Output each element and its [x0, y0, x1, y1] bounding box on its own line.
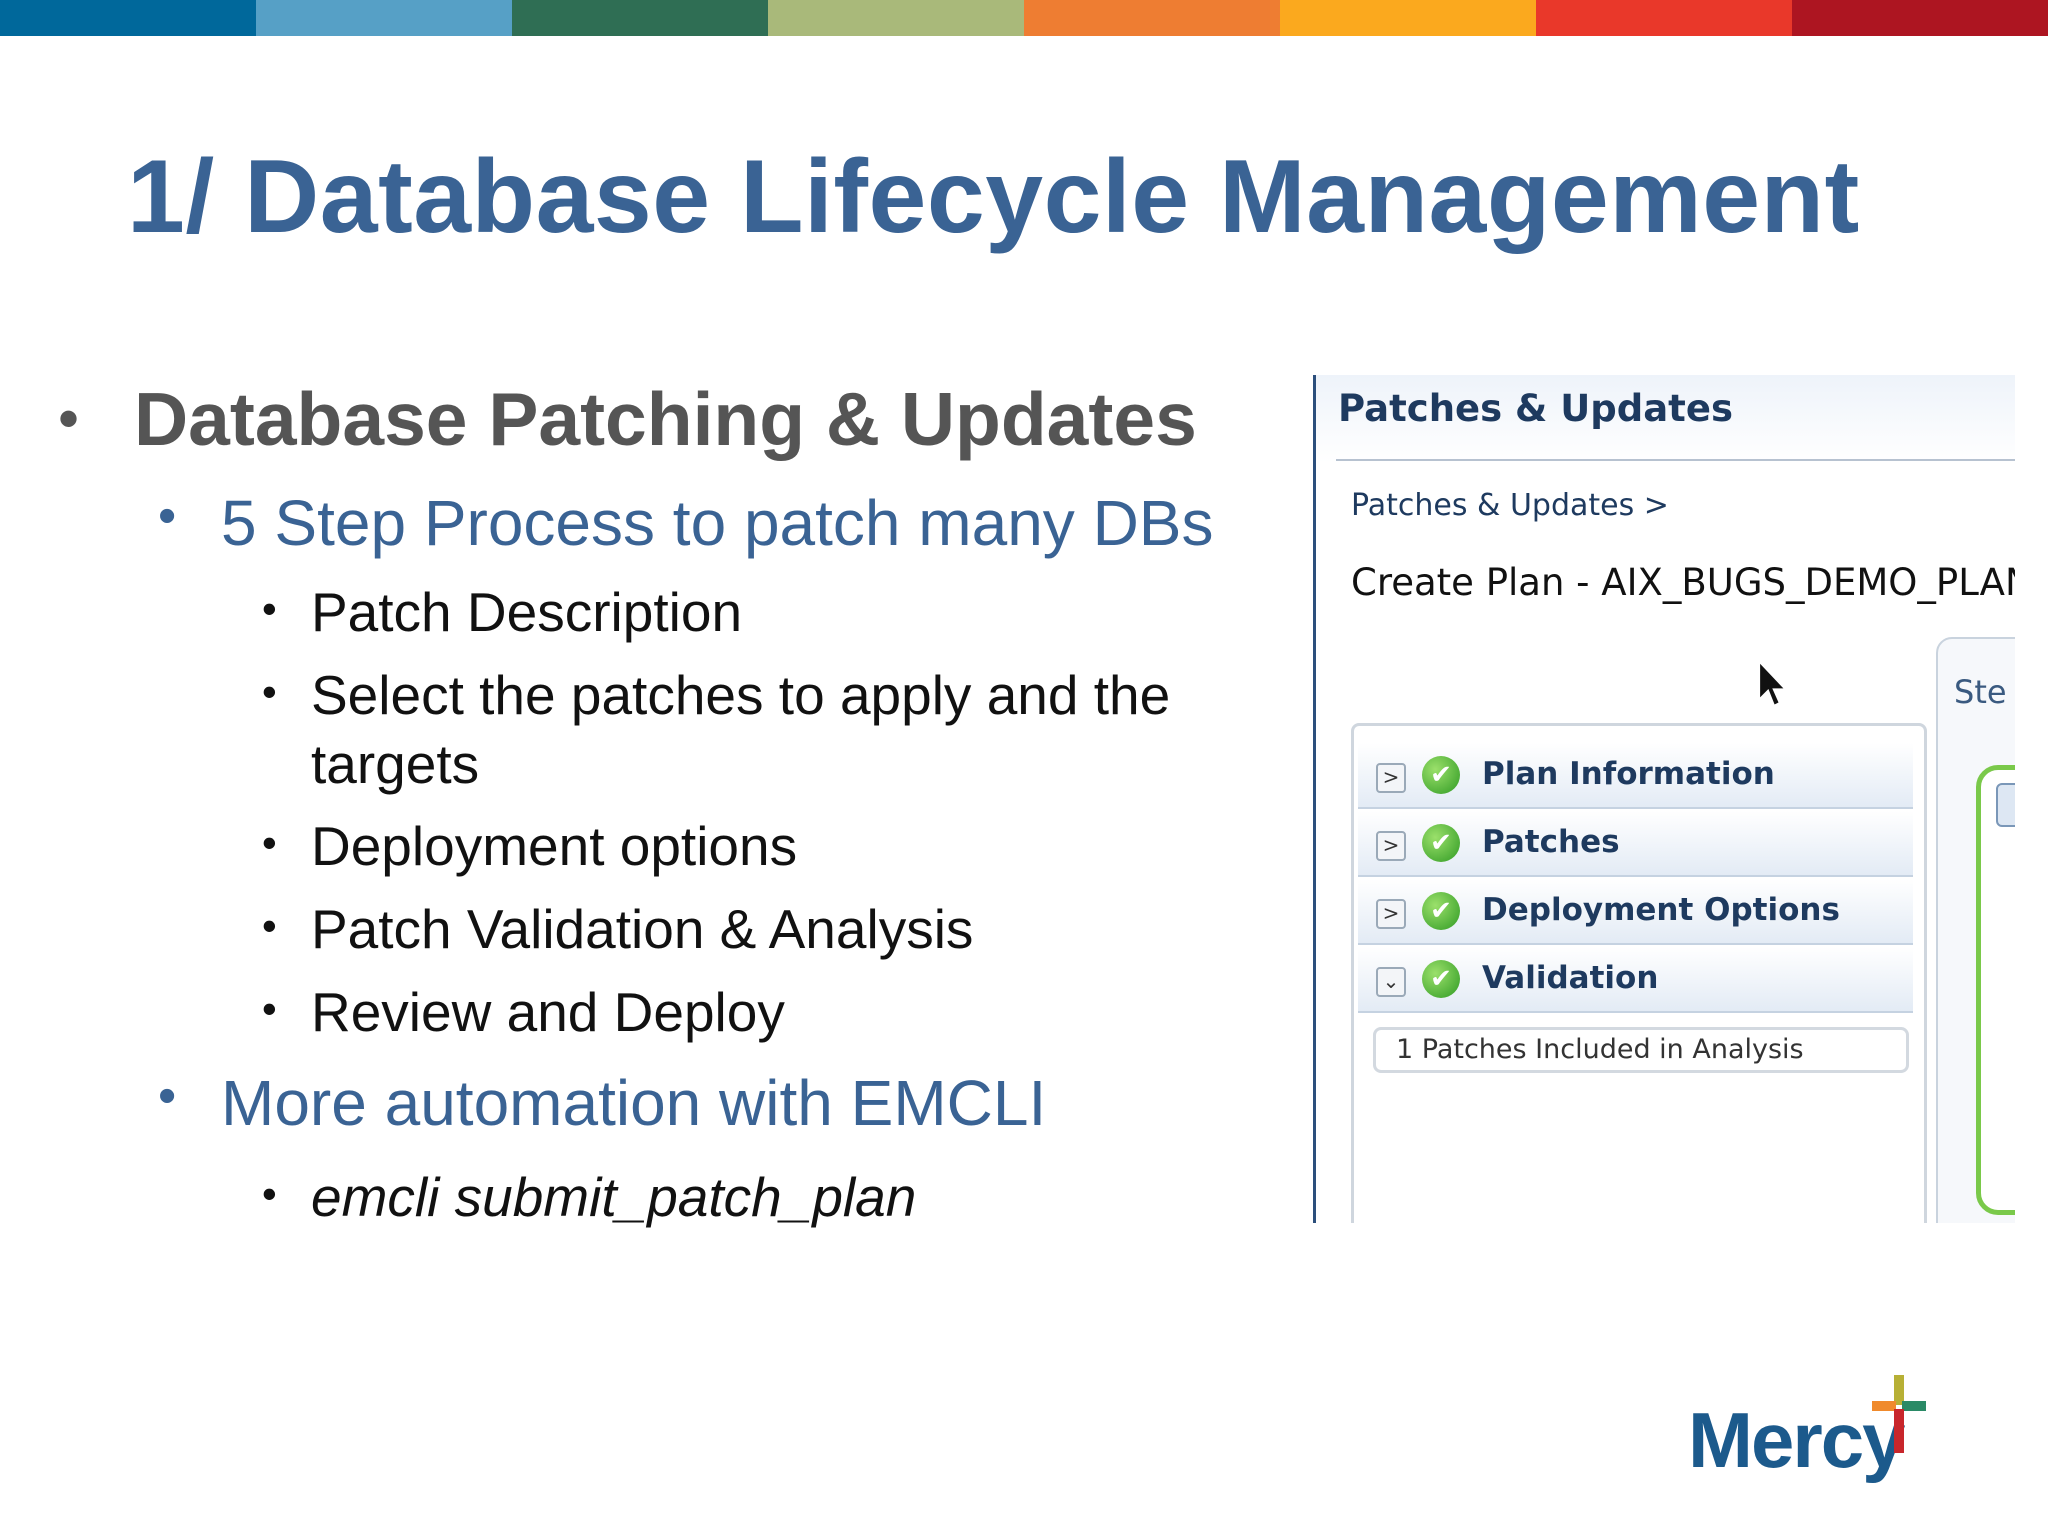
step-highlight-box — [1976, 765, 2015, 1215]
bullet-dot: • — [262, 819, 277, 866]
step-item-continuation: targets — [311, 733, 480, 795]
color-stripe — [0, 0, 2048, 36]
stripe-segment-2 — [256, 0, 512, 36]
bullet-dot: • — [158, 1067, 177, 1125]
slide-title: 1/ Database Lifecycle Management — [127, 139, 1860, 255]
step-item: Select the patches to apply and the — [311, 664, 1171, 726]
expand-icon[interactable]: > — [1376, 763, 1406, 793]
stripe-segment-3 — [512, 0, 768, 36]
sub-bullet-emcli: More automation with EMCLI — [221, 1067, 1047, 1139]
logo-text: Mercy — [1688, 1396, 1905, 1484]
step-patches[interactable]: > ✔ Patches — [1358, 811, 1913, 877]
bullet-dot: • — [262, 585, 277, 632]
stripe-segment-8 — [1792, 0, 2048, 36]
panel-title: Patches & Updates — [1338, 387, 1733, 430]
check-icon: ✔ — [1422, 756, 1460, 794]
step-item: Patch Validation & Analysis — [311, 898, 974, 960]
analysis-summary: 1 Patches Included in Analysis — [1373, 1027, 1909, 1073]
bullet-dot: • — [262, 985, 277, 1032]
patches-screenshot: Patches & Updates Patches & Updates > Cr… — [1313, 375, 2015, 1223]
step-validation[interactable]: ⌄ ✔ Validation — [1358, 947, 1913, 1013]
step-deployment-options[interactable]: > ✔ Deployment Options — [1358, 879, 1913, 945]
check-icon: ✔ — [1422, 960, 1460, 998]
step-item: Deployment options — [311, 815, 798, 877]
bullet-dot: • — [158, 487, 177, 545]
main-bullet: Database Patching & Updates — [134, 377, 1197, 461]
step-label: Deployment Options — [1482, 892, 1840, 928]
sub-bullet-process: 5 Step Process to patch many DBs — [221, 487, 1214, 559]
step-item: Review and Deploy — [311, 981, 785, 1043]
cross-bottom — [1894, 1409, 1904, 1453]
expand-icon[interactable]: > — [1376, 831, 1406, 861]
step-label: Validation — [1482, 960, 1659, 996]
divider — [1336, 459, 2015, 461]
cross-right — [1902, 1401, 1926, 1411]
cross-top — [1894, 1375, 1904, 1405]
step-item: Patch Description — [311, 581, 743, 643]
step-tab-label: Ste — [1954, 673, 2007, 711]
step-plan-information[interactable]: > ✔ Plan Information — [1358, 743, 1913, 809]
stripe-segment-5 — [1024, 0, 1280, 36]
cross-icon — [1872, 1375, 1926, 1453]
bullet-dot: • — [262, 1170, 277, 1217]
expand-icon[interactable]: > — [1376, 899, 1406, 929]
panel-header — [1316, 375, 2015, 463]
bullet-dot: • — [262, 902, 277, 949]
breadcrumb[interactable]: Patches & Updates > — [1351, 488, 1669, 523]
collapse-toggle[interactable] — [1996, 783, 2015, 827]
stripe-segment-1 — [0, 0, 256, 36]
check-icon: ✔ — [1422, 824, 1460, 862]
bullet-dot: • — [262, 668, 277, 715]
step-label: Patches — [1482, 824, 1620, 860]
check-icon: ✔ — [1422, 892, 1460, 930]
emcli-command: emcli submit_patch_plan — [311, 1166, 917, 1228]
bullet-dot: • — [58, 385, 80, 452]
step-label: Plan Information — [1482, 756, 1775, 792]
cross-left — [1872, 1401, 1896, 1411]
stripe-segment-6 — [1280, 0, 1536, 36]
plan-title: Create Plan - AIX_BUGS_DEMO_PLAN — [1351, 561, 2015, 604]
collapse-icon[interactable]: ⌄ — [1376, 967, 1406, 997]
stripe-segment-4 — [768, 0, 1024, 36]
mouse-cursor-icon — [1757, 658, 1789, 708]
mercy-logo: Mercy — [1688, 1375, 1928, 1485]
stripe-segment-7 — [1536, 0, 1792, 36]
